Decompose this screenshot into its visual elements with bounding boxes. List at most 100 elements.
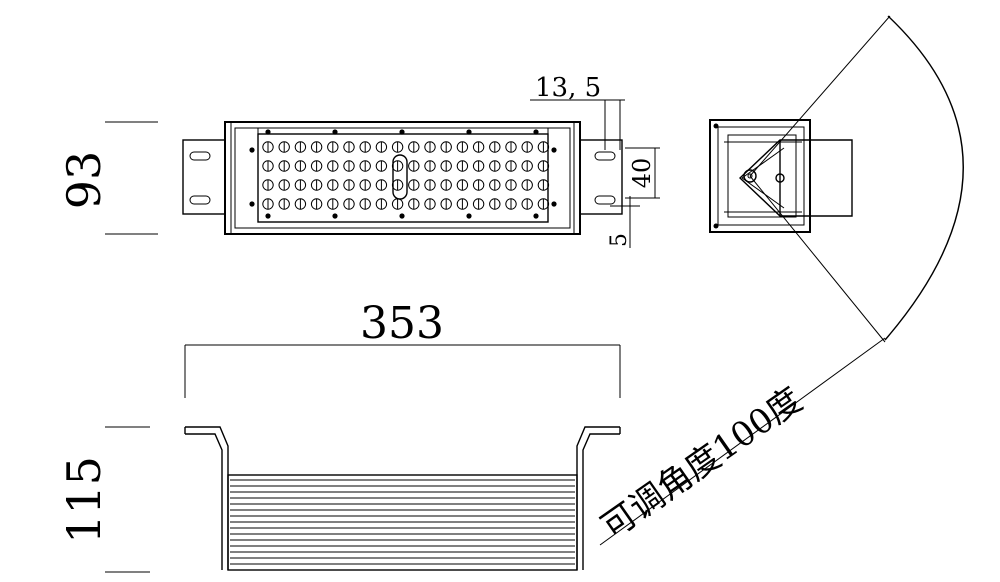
- led: [359, 160, 371, 172]
- adjustable-angle-note: 可调角度100度: [594, 380, 809, 548]
- side-view: 可调角度100度: [594, 15, 964, 548]
- housing-inner: [234, 127, 571, 229]
- led: [278, 160, 290, 172]
- led: [424, 160, 436, 172]
- screw: [533, 129, 539, 135]
- led: [489, 141, 501, 153]
- led: [537, 179, 550, 191]
- led: [440, 160, 452, 172]
- led: [408, 198, 420, 210]
- led: [489, 179, 501, 191]
- screw: [249, 201, 255, 207]
- driver-oval: [392, 154, 408, 200]
- led: [456, 141, 469, 153]
- led: [521, 179, 533, 191]
- led: [310, 141, 323, 153]
- screw: [399, 213, 405, 219]
- led: [359, 141, 371, 153]
- led: [521, 141, 533, 153]
- led: [472, 160, 485, 172]
- led: [537, 160, 550, 172]
- led: [375, 160, 388, 172]
- screw: [265, 213, 271, 219]
- pivot: [743, 169, 757, 183]
- slot: [594, 195, 616, 205]
- slot: [594, 151, 616, 161]
- heatsink: [227, 474, 578, 571]
- slot: [189, 151, 211, 161]
- dim-93: 93: [57, 121, 158, 235]
- led: [278, 141, 290, 153]
- slot-offset-label: 13, 5: [535, 73, 601, 103]
- screw: [533, 213, 539, 219]
- led: [262, 141, 274, 153]
- right-bracket: [579, 139, 623, 215]
- angle-arc: [884, 15, 964, 341]
- led: [440, 141, 452, 153]
- led: [521, 198, 533, 210]
- screw: [249, 147, 255, 153]
- led: [440, 179, 452, 191]
- height-label: 93: [57, 151, 111, 210]
- led: [408, 160, 420, 172]
- led: [456, 179, 469, 191]
- heatsink-fins: [230, 479, 575, 565]
- depth-label: 115: [57, 456, 111, 544]
- led: [472, 141, 485, 153]
- led: [343, 141, 355, 153]
- led: [408, 141, 420, 153]
- screw: [265, 129, 271, 135]
- led: [359, 179, 371, 191]
- bottom-view: [184, 426, 621, 571]
- led: [294, 198, 307, 210]
- led: [537, 198, 550, 210]
- slot: [189, 195, 211, 205]
- led: [262, 179, 274, 191]
- width-label: 353: [360, 298, 444, 349]
- led: [310, 160, 323, 172]
- led: [310, 179, 323, 191]
- led: [489, 198, 501, 210]
- led: [505, 198, 517, 210]
- slot-width-label: 5: [607, 233, 632, 247]
- led: [375, 198, 388, 210]
- led: [294, 179, 307, 191]
- led: [343, 198, 355, 210]
- lamp-housing: [224, 121, 581, 235]
- screw: [332, 213, 338, 219]
- led: [262, 198, 274, 210]
- led: [375, 179, 388, 191]
- dim-353: 353: [184, 298, 621, 398]
- screw: [332, 129, 338, 135]
- led: [424, 198, 436, 210]
- screw: [466, 129, 472, 135]
- led: [456, 160, 469, 172]
- led: [278, 179, 290, 191]
- slot-length-label: 40: [628, 158, 656, 189]
- led: [294, 141, 307, 153]
- led: [327, 179, 339, 191]
- screw: [551, 201, 557, 207]
- led: [440, 198, 452, 210]
- led: [505, 179, 517, 191]
- led: [456, 198, 469, 210]
- side-bracket: [738, 139, 853, 217]
- led: [359, 198, 371, 210]
- led: [489, 160, 501, 172]
- led: [391, 141, 404, 153]
- led: [294, 160, 307, 172]
- led: [327, 198, 339, 210]
- led: [472, 179, 485, 191]
- led: [375, 141, 388, 153]
- led: [278, 198, 290, 210]
- screws: [249, 129, 557, 219]
- led: [310, 198, 323, 210]
- led: [521, 160, 533, 172]
- led: [424, 141, 436, 153]
- led: [408, 179, 420, 191]
- led: [505, 141, 517, 153]
- led: [262, 160, 274, 172]
- led: [327, 141, 339, 153]
- led: [537, 141, 550, 153]
